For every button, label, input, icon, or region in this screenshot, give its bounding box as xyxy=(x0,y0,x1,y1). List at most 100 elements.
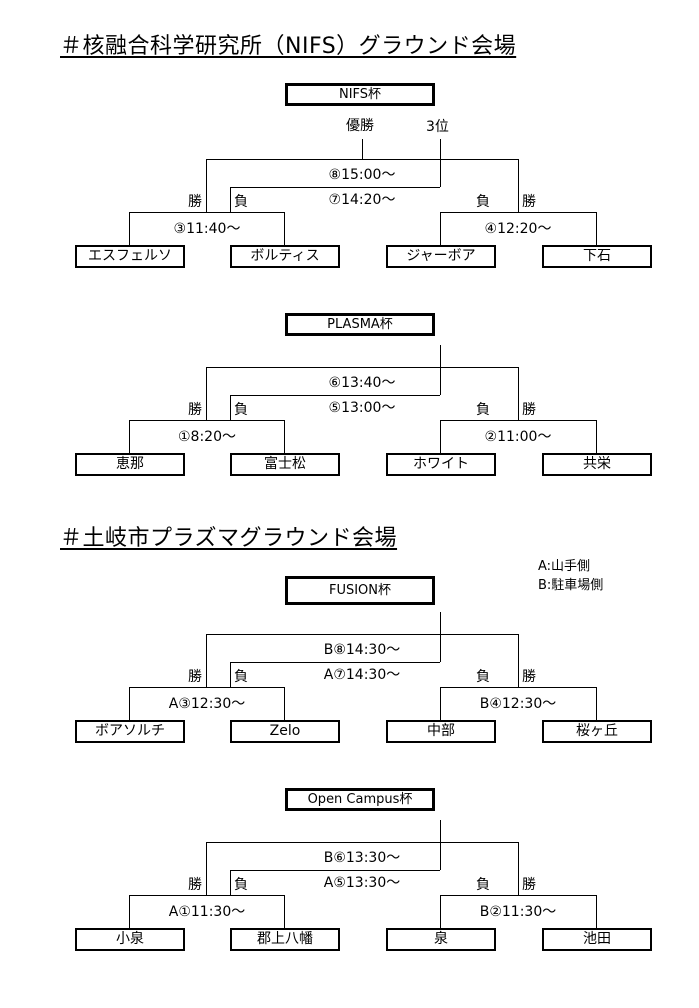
lose-label: 負 xyxy=(234,194,248,210)
lose-label: 負 xyxy=(476,877,490,893)
bracket-line xyxy=(206,842,518,843)
legend-a: A:山手側 xyxy=(538,559,591,574)
third-place-time: ⑤13:00〜 xyxy=(328,400,396,416)
bracket-line xyxy=(284,687,285,720)
team-box: ボアソルチ xyxy=(75,720,185,743)
bracket-line xyxy=(440,345,441,395)
bracket-line xyxy=(206,367,518,368)
lose-label: 負 xyxy=(234,669,248,685)
bracket-line xyxy=(129,420,130,453)
cup-title-box: PLASMA杯 xyxy=(285,313,435,336)
bracket-line xyxy=(230,395,440,396)
bracket-line xyxy=(596,895,597,928)
team-box: 恵那 xyxy=(75,453,185,476)
bracket-line xyxy=(230,187,231,212)
right-semi-time: B④12:30〜 xyxy=(479,696,557,712)
bracket-line xyxy=(206,367,207,420)
bracket-line xyxy=(440,820,441,870)
right-semi-time: B②11:30〜 xyxy=(479,904,557,920)
bracket-line xyxy=(230,870,440,871)
cup-title-box: NIFS杯 xyxy=(285,83,435,106)
bracket-line xyxy=(440,212,441,245)
win-label: 勝 xyxy=(188,877,202,893)
bracket-line xyxy=(518,367,519,420)
lose-label: 負 xyxy=(234,877,248,893)
bracket-line xyxy=(440,420,441,453)
team-box: 下石 xyxy=(542,245,652,268)
third-place-time: A⑤13:30〜 xyxy=(323,875,401,891)
left-semi-time: A①11:30〜 xyxy=(168,904,246,920)
bracket-line xyxy=(206,634,207,687)
lose-label: 負 xyxy=(476,402,490,418)
bracket-line xyxy=(518,842,519,895)
bracket-line xyxy=(129,895,284,896)
third-place-time: A⑦14:30〜 xyxy=(323,667,401,683)
bracket-line xyxy=(596,212,597,245)
bracket-line xyxy=(284,212,285,245)
bracket-line xyxy=(230,187,440,188)
left-semi-time: ③11:40〜 xyxy=(173,221,241,237)
third-place-time: ⑦14:20〜 xyxy=(328,192,396,208)
win-label: 勝 xyxy=(522,877,536,893)
bracket-line xyxy=(440,687,596,688)
bracket-line xyxy=(206,842,207,895)
champion-label: 優勝 xyxy=(346,118,374,134)
bracket-line xyxy=(230,662,231,687)
right-semi-time: ②11:00〜 xyxy=(484,429,552,445)
team-box: ホワイト xyxy=(386,453,496,476)
bracket-line xyxy=(230,662,440,663)
bracket-line xyxy=(284,420,285,453)
left-semi-time: ①8:20〜 xyxy=(178,429,236,445)
bracket-line xyxy=(129,212,284,213)
lose-label: 負 xyxy=(476,669,490,685)
legend-b: B:駐車場側 xyxy=(538,578,604,593)
team-box: 中部 xyxy=(386,720,496,743)
team-box: ボルティス xyxy=(230,245,340,268)
cup-title-box: Open Campus杯 xyxy=(285,788,435,811)
win-label: 勝 xyxy=(522,194,536,210)
section-title-toki: ＃土岐市プラズマグラウンド会場 xyxy=(60,526,398,551)
win-label: 勝 xyxy=(188,194,202,210)
bracket-line xyxy=(284,895,285,928)
bracket-line xyxy=(518,634,519,687)
lose-label: 負 xyxy=(476,194,490,210)
team-box: 富士松 xyxy=(230,453,340,476)
bracket-line xyxy=(440,612,441,662)
bracket-line xyxy=(440,895,596,896)
bracket-line xyxy=(206,159,207,212)
bracket-line xyxy=(129,212,130,245)
bracket-line xyxy=(596,420,597,453)
bracket-line xyxy=(362,139,363,159)
bracket-line xyxy=(230,870,231,895)
team-box: 郡上八幡 xyxy=(230,928,340,951)
team-box: 泉 xyxy=(386,928,496,951)
final-time: ⑧15:00〜 xyxy=(328,167,396,183)
bracket-line xyxy=(440,420,596,421)
final-time: B⑧14:30〜 xyxy=(323,642,401,658)
bracket-line xyxy=(129,687,130,720)
team-box: 池田 xyxy=(542,928,652,951)
bracket-line xyxy=(129,420,284,421)
bracket-line xyxy=(440,687,441,720)
team-box: 小泉 xyxy=(75,928,185,951)
final-time: B⑥13:30〜 xyxy=(323,850,401,866)
win-label: 勝 xyxy=(522,669,536,685)
bracket-line xyxy=(440,139,441,187)
bracket-line xyxy=(440,895,441,928)
win-label: 勝 xyxy=(522,402,536,418)
team-box: エスフェルソ xyxy=(75,245,185,268)
team-box: 桜ヶ丘 xyxy=(542,720,652,743)
bracket-line xyxy=(596,687,597,720)
win-label: 勝 xyxy=(188,402,202,418)
bracket-line xyxy=(129,687,284,688)
cup-title-box: FUSION杯 xyxy=(285,576,435,605)
left-semi-time: A③12:30〜 xyxy=(168,696,246,712)
win-label: 勝 xyxy=(188,669,202,685)
bracket-line xyxy=(440,212,596,213)
bracket-line xyxy=(206,159,518,160)
bracket-line xyxy=(206,634,518,635)
bracket-line xyxy=(129,895,130,928)
section-title-nifs: ＃核融合科学研究所（NIFS）グラウンド会場 xyxy=(60,34,517,59)
final-time: ⑥13:40〜 xyxy=(328,375,396,391)
team-box: Zelo xyxy=(230,720,340,743)
